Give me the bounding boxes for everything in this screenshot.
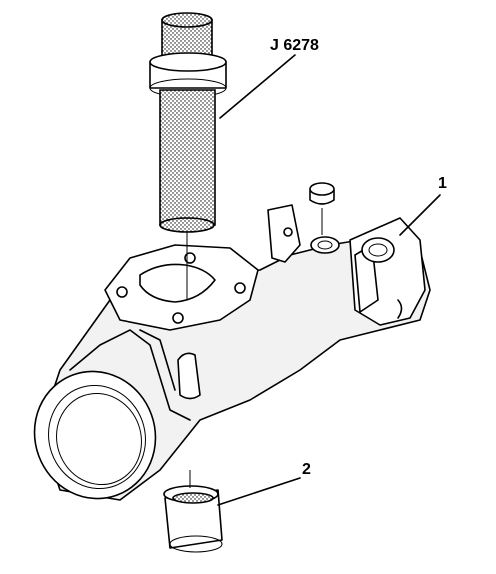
flange-bolt-hole xyxy=(172,312,184,324)
label-part-1: 1 xyxy=(438,175,447,192)
leader-line-part-2 xyxy=(217,477,301,506)
threaded-port xyxy=(361,237,395,263)
leader-line-part-1 xyxy=(399,194,441,236)
tool-j6278 xyxy=(149,12,227,300)
label-tool: J 6278 xyxy=(270,37,319,54)
steering-gear-housing xyxy=(33,204,431,501)
fitting-port xyxy=(310,236,340,254)
seal-cap xyxy=(309,182,335,235)
flange-bolt-hole xyxy=(234,282,246,294)
needle-bearing xyxy=(163,470,223,553)
flange-bolt-hole xyxy=(116,286,128,298)
flange-port xyxy=(139,263,216,303)
housing-bore-opening xyxy=(33,370,157,500)
label-part-2: 2 xyxy=(302,461,311,478)
side-boss xyxy=(177,352,201,400)
leader-line-tool xyxy=(219,54,296,119)
